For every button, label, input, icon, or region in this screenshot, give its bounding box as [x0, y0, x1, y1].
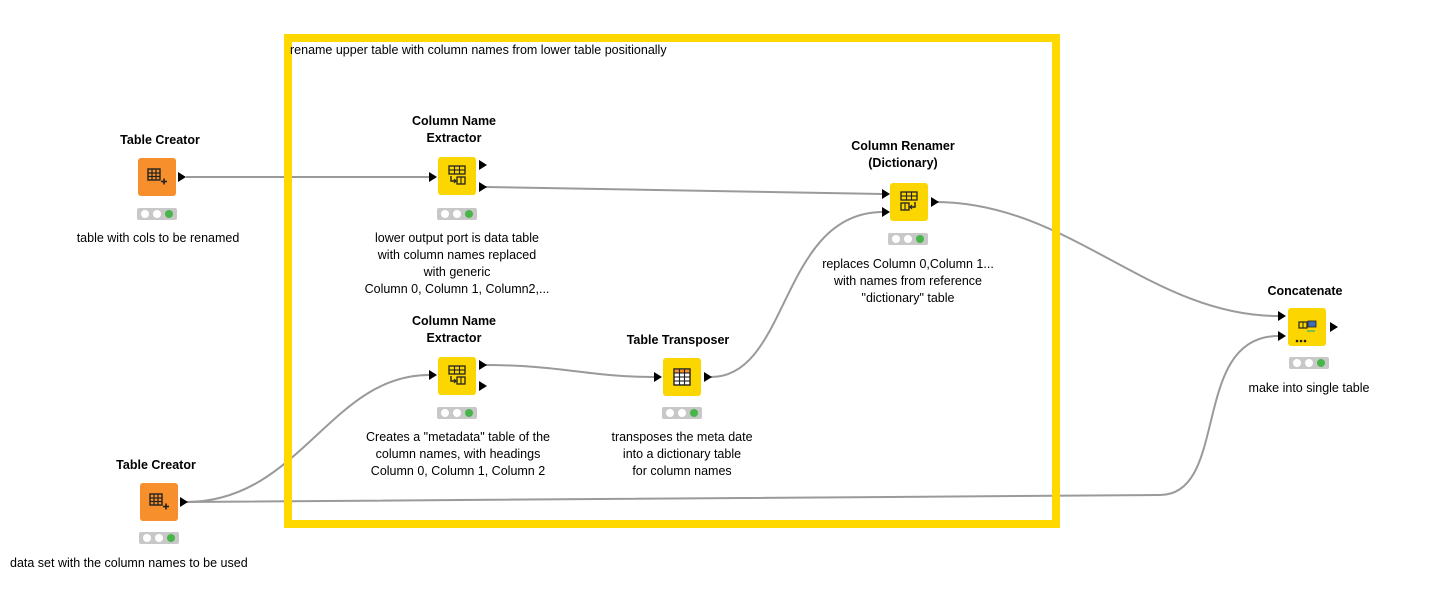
node-concatenate[interactable]: [1288, 308, 1326, 346]
node-desc-table-creator-1: table with cols to be renamed: [76, 231, 240, 245]
node-table-transposer[interactable]: [663, 358, 701, 396]
column-renamer-icon: [900, 191, 918, 211]
column-name-extractor-icon: [448, 365, 466, 385]
output-port[interactable]: [479, 182, 487, 192]
output-port[interactable]: [479, 381, 487, 391]
input-port[interactable]: [654, 372, 662, 382]
annotation-box[interactable]: [284, 34, 1060, 528]
output-port[interactable]: [479, 360, 487, 370]
status-lights: [437, 208, 477, 220]
connection-tc2-to-concatenate[interactable]: [185, 335, 1279, 503]
node-title-table-creator-1: Table Creator: [120, 133, 200, 147]
connection-tc2-to-cne2[interactable]: [185, 374, 430, 503]
connection-transposer-to-renamer[interactable]: [710, 211, 884, 378]
output-port[interactable]: [479, 160, 487, 170]
input-port[interactable]: [429, 172, 437, 182]
input-port[interactable]: [1278, 311, 1286, 321]
input-port[interactable]: [1278, 331, 1286, 341]
status-lights: [888, 233, 928, 245]
node-title-column-name-extractor-2: Column Name Extractor: [411, 314, 497, 345]
node-title-table-transposer: Table Transposer: [626, 333, 730, 347]
node-title-concatenate: Concatenate: [1267, 284, 1343, 298]
table-creator-icon: [149, 493, 169, 510]
status-lights: [139, 532, 179, 544]
status-lights: [137, 208, 177, 220]
status-lights: [1289, 357, 1329, 369]
node-desc-table-creator-2: data set with the column names to be use…: [10, 556, 248, 570]
concatenate-icon: [1295, 320, 1317, 343]
annotation-text: rename upper table with column names fro…: [290, 43, 667, 57]
output-port[interactable]: [1330, 322, 1338, 332]
node-table-creator-2[interactable]: [140, 483, 178, 521]
node-title-column-name-extractor-1: Column Name Extractor: [411, 114, 497, 145]
node-title-column-renamer: Column Renamer (Dictionary): [851, 139, 955, 170]
connection-cne2-to-transposer[interactable]: [484, 364, 655, 378]
input-port[interactable]: [429, 370, 437, 380]
connection-cne1-to-renamer[interactable]: [484, 186, 884, 195]
node-desc-column-name-extractor-2: Creates a "metadata" table of the column…: [366, 430, 550, 478]
input-port[interactable]: [882, 189, 890, 199]
node-desc-concatenate: make into single table: [1248, 381, 1370, 395]
connection-renamer-to-concatenate[interactable]: [934, 201, 1279, 317]
output-port[interactable]: [931, 197, 939, 207]
node-desc-column-renamer: replaces Column 0,Column 1... with names…: [822, 257, 994, 305]
output-port[interactable]: [704, 372, 712, 382]
node-column-name-extractor-1[interactable]: [438, 157, 476, 195]
table-transposer-icon: [673, 368, 691, 386]
output-port[interactable]: [180, 497, 188, 507]
table-creator-icon: [147, 168, 167, 185]
column-name-extractor-icon: [448, 165, 466, 185]
node-column-renamer[interactable]: [890, 183, 928, 221]
node-desc-column-name-extractor-1: lower output port is data table with col…: [364, 231, 550, 296]
node-desc-table-transposer: transposes the meta date into a dictiona…: [611, 430, 753, 478]
node-column-name-extractor-2[interactable]: [438, 357, 476, 395]
node-table-creator-1[interactable]: [138, 158, 176, 196]
input-port[interactable]: [882, 207, 890, 217]
status-lights: [662, 407, 702, 419]
output-port[interactable]: [178, 172, 186, 182]
status-lights: [437, 407, 477, 419]
node-title-table-creator-2: Table Creator: [116, 458, 196, 472]
